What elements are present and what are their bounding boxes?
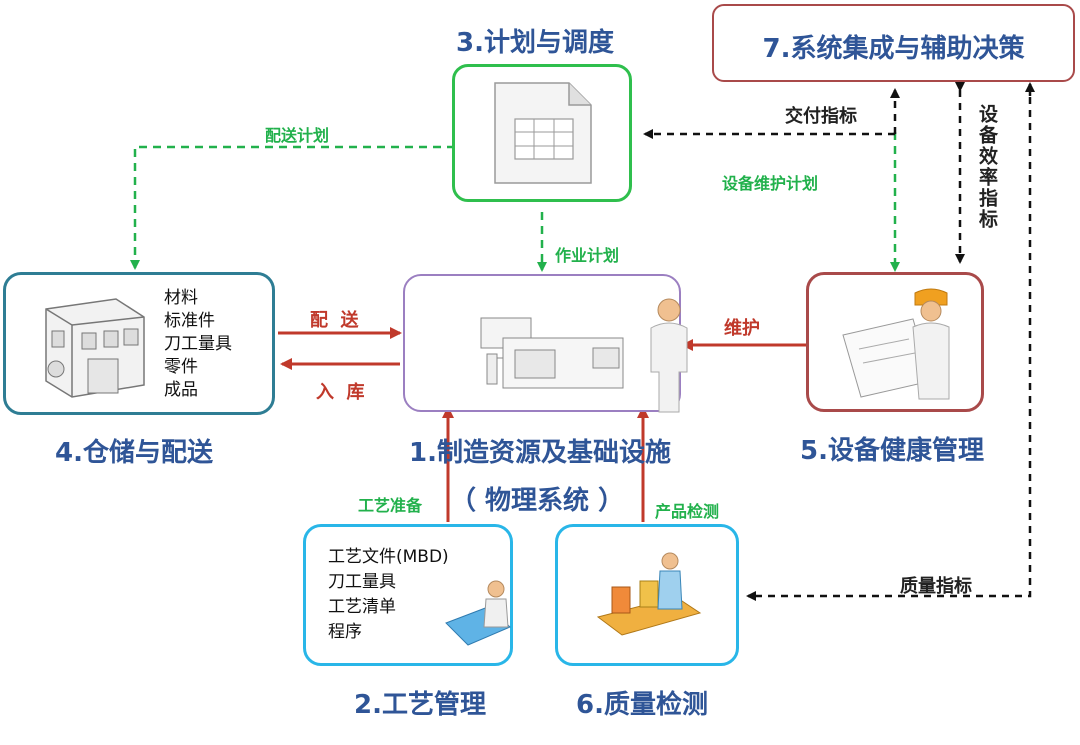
worker-icon — [650, 298, 688, 413]
warehouse-item: 材料 — [164, 288, 198, 308]
label-maintain: 维护 — [724, 318, 760, 339]
system-integration-node: 7.系统集成与辅助决策 — [712, 4, 1075, 82]
label-process-prep: 工艺准备 — [358, 496, 423, 515]
process-node: 工艺文件(MBD) 刀工量具 工艺清单 程序 — [303, 524, 513, 666]
planning-title: 3.计划与调度 — [456, 28, 614, 58]
edge-quality-kpi — [746, 84, 1032, 601]
label-product-inspection: 产品检测 — [655, 502, 720, 521]
manufacturing-subtitle: （ 物理系统 ） — [450, 486, 625, 516]
equipment-title: 5.设备健康管理 — [800, 436, 984, 466]
process-item-list: 工艺文件(MBD) 刀工量具 工艺清单 程序 — [328, 545, 449, 645]
warehouse-item: 标准件 — [164, 311, 215, 331]
quality-title: 6.质量检测 — [576, 690, 708, 720]
document-table-icon — [494, 82, 592, 184]
warehouse-title: 4.仓储与配送 — [55, 438, 213, 468]
equipment-node — [806, 272, 984, 412]
engineer-at-desk-icon — [445, 580, 511, 646]
warehouse-building-icon — [45, 298, 145, 398]
process-title: 2.工艺管理 — [354, 690, 486, 720]
process-item: 工艺文件(MBD) — [328, 547, 449, 567]
label-job-plan: 作业计划 — [555, 246, 620, 265]
warehouse-item-list: 材料 标准件 刀工量具 零件 成品 — [164, 287, 232, 402]
planning-node — [452, 64, 632, 202]
machine-tool-icon — [480, 317, 624, 389]
label-delivery-kpi: 交付指标 — [785, 106, 857, 127]
quality-node — [555, 524, 739, 666]
process-item: 工艺清单 — [328, 597, 396, 617]
edge-delivery-plan — [130, 145, 455, 270]
warehouse-item: 零件 — [164, 357, 198, 377]
system-integration-title: 7.系统集成与辅助决策 — [762, 34, 1025, 64]
inspection-conveyor-icon — [596, 552, 702, 636]
label-store: 入 库 — [316, 382, 365, 403]
process-item: 程序 — [328, 622, 362, 642]
warehouse-node: 材料 标准件 刀工量具 零件 成品 — [3, 272, 275, 415]
label-delivery-plan: 配送计划 — [265, 126, 330, 145]
warehouse-item: 成品 — [164, 380, 198, 400]
warehouse-item: 刀工量具 — [164, 334, 232, 354]
label-deliver: 配 送 — [310, 310, 359, 331]
label-equipment-kpi: 设备效率指标 — [976, 104, 998, 230]
manufacturing-node — [403, 274, 688, 413]
manufacturing-title: 1.制造资源及基础设施 — [409, 438, 671, 468]
label-maintenance-plan: 设备维护计划 — [722, 174, 819, 193]
engineer-with-blueprint-icon — [842, 288, 950, 400]
label-quality-kpi: 质量指标 — [900, 576, 972, 597]
process-item: 刀工量具 — [328, 572, 396, 592]
